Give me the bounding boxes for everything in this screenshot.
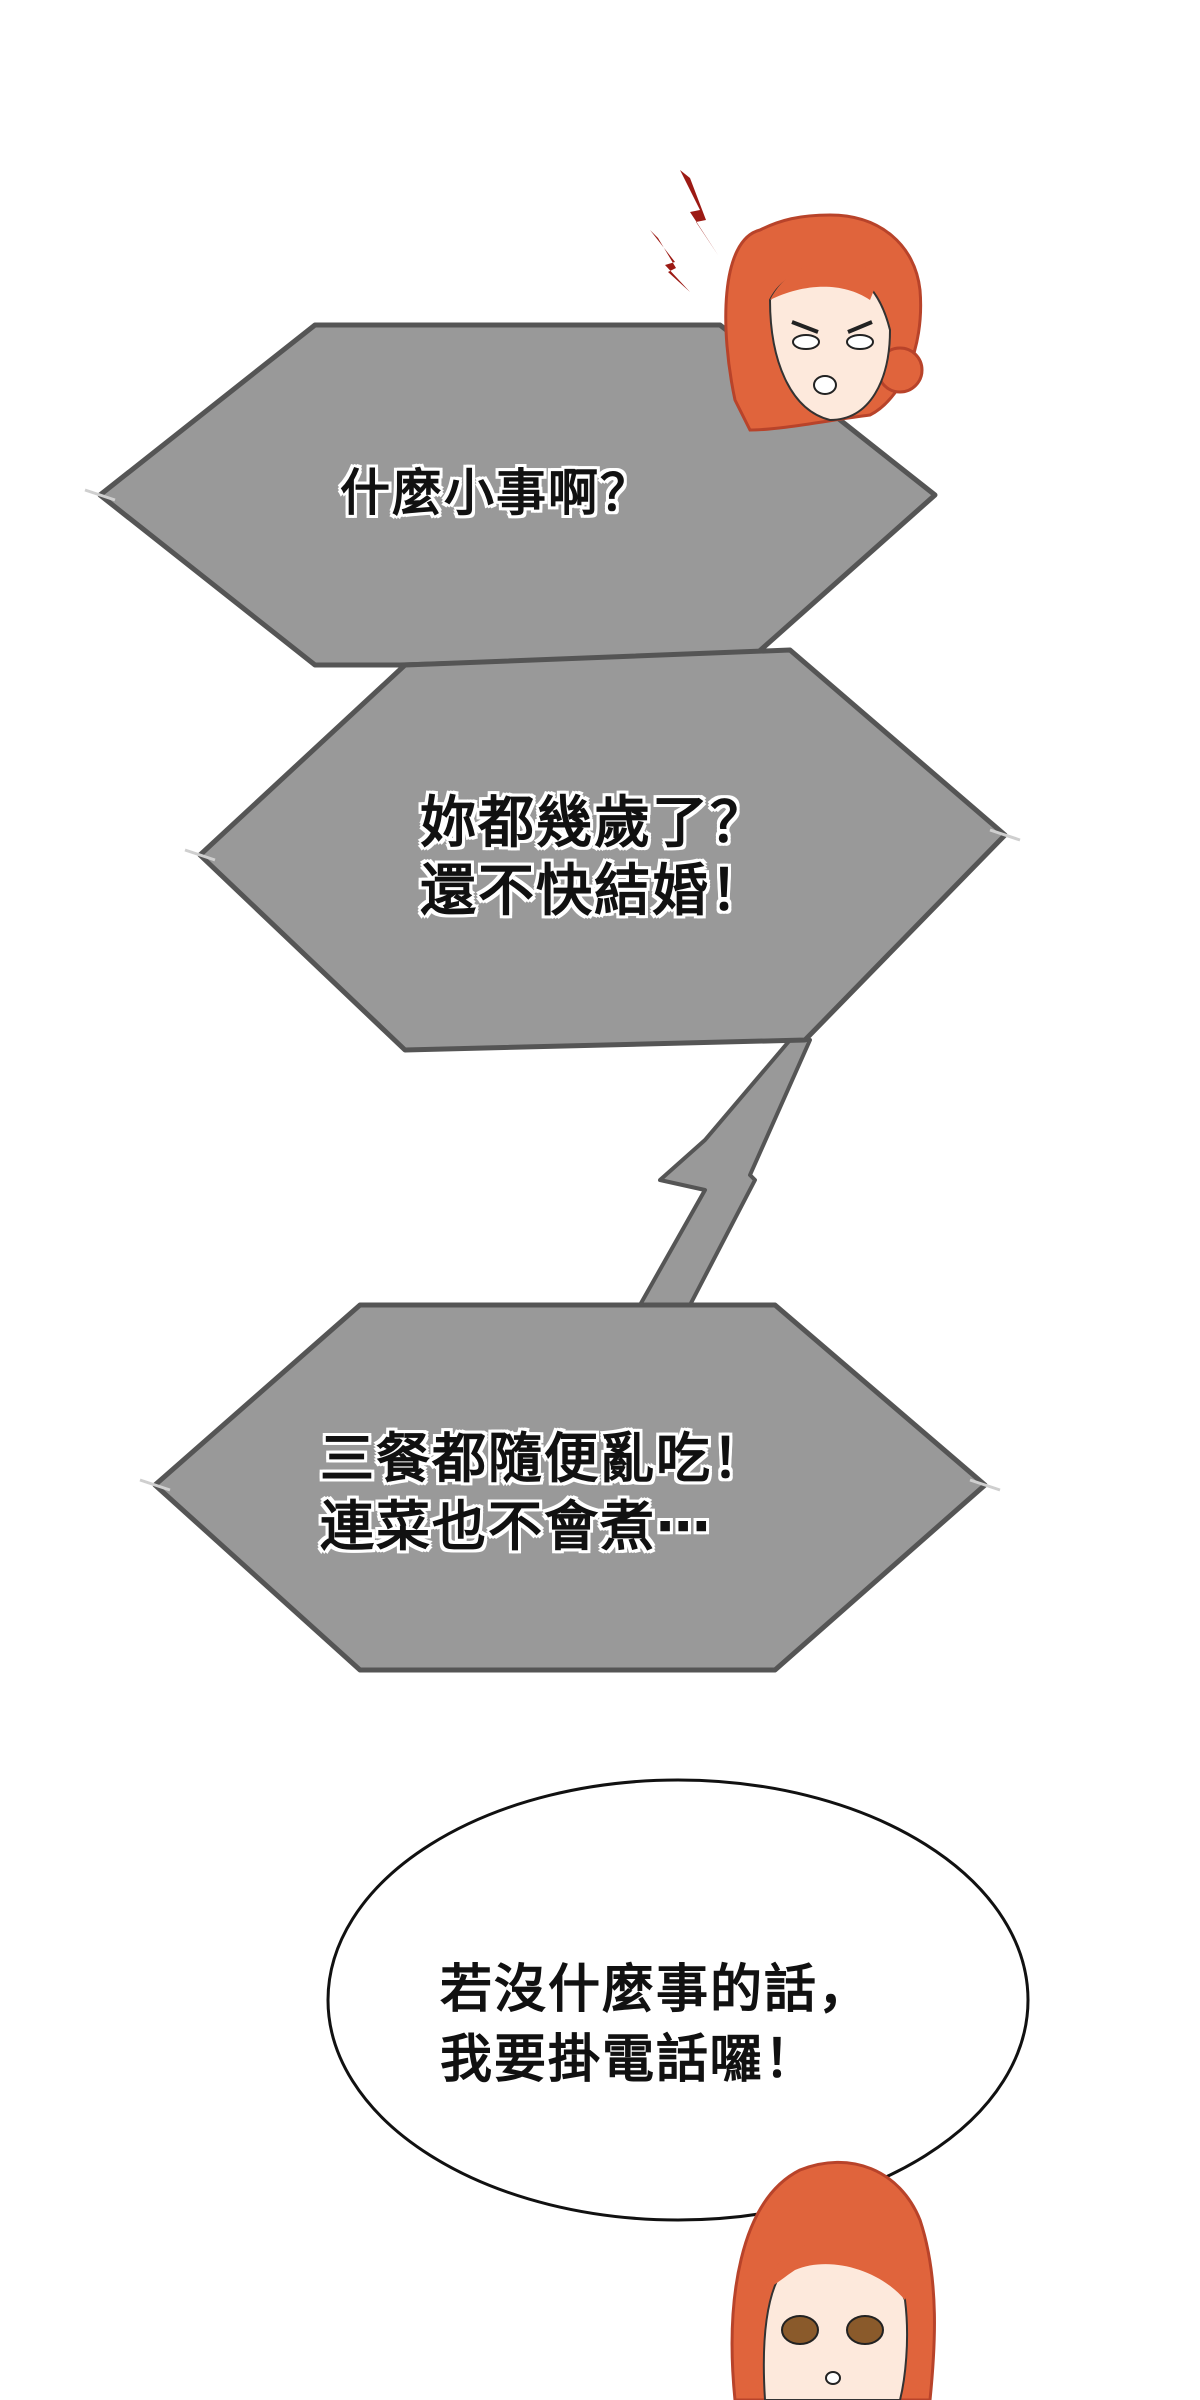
shout-2-line-2: 還不快結婚！ [420, 859, 768, 924]
angry-girl-head [724, 213, 924, 432]
anger-mark-icon [650, 170, 718, 292]
shout-3-line-2: 連菜也不會煮⋯ [320, 1495, 712, 1558]
speech-bubble-4-text: 若沒什麼事的話， 我要掛電話囉！ [440, 1955, 872, 2095]
bubble-sparkles [84, 488, 1021, 1492]
speech-4-line-1: 若沒什麼事的話， [440, 1960, 873, 2020]
shout-bubble-1 [97, 322, 938, 668]
speech-bubble-4 [326, 1778, 1030, 2222]
shout-bubble-3-text: 三餐都隨便亂吃！ 連菜也不會煮⋯ [320, 1425, 768, 1561]
shout-bubble-2-text: 妳都幾歲了？ 還不快結婚！ [420, 790, 768, 926]
speech-4-line-2: 我要掛電話囉！ [440, 2030, 819, 2090]
shout-3-line-1: 三餐都隨便亂吃！ [320, 1427, 768, 1490]
lightning-connector [638, 1038, 812, 1307]
shout-2-line-1: 妳都幾歲了？ [420, 791, 768, 856]
calm-girl-head [730, 2160, 936, 2400]
shout-bubble-1-text: 什麼小事啊？ [340, 462, 652, 524]
shout-1-line-1: 什麼小事啊？ [340, 464, 652, 522]
